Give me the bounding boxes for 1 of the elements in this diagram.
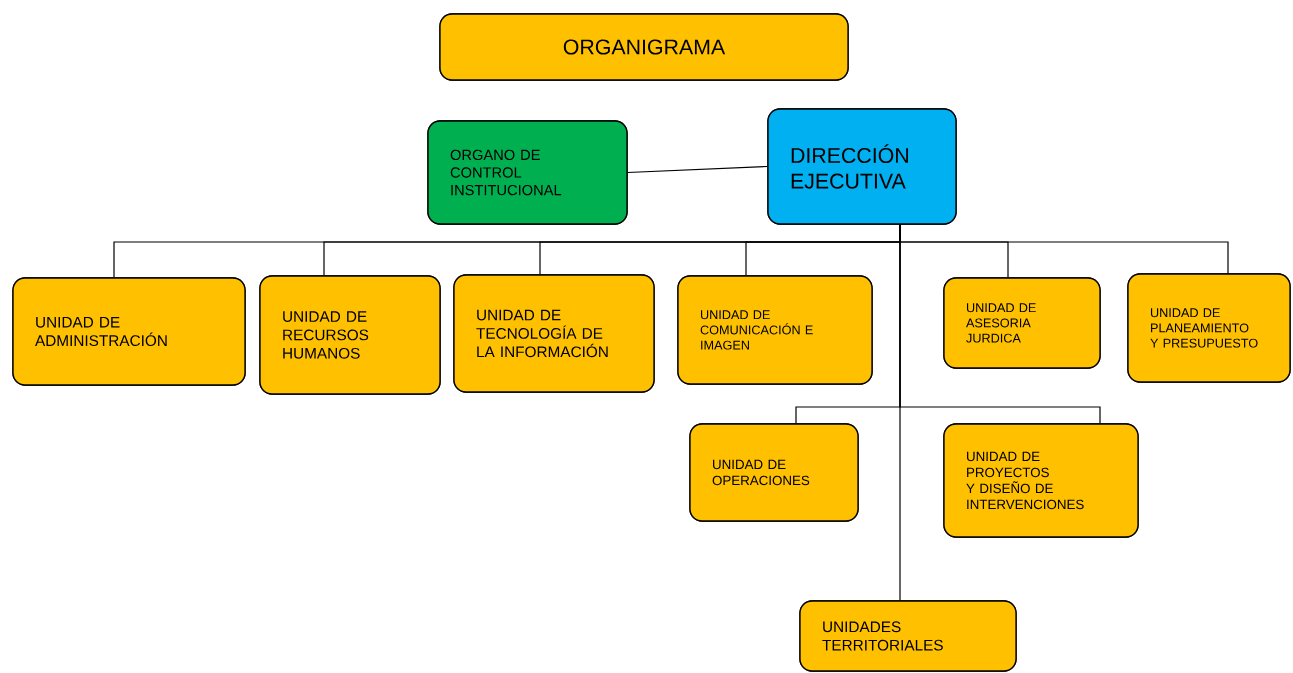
- connector-line: [627, 165, 768, 174]
